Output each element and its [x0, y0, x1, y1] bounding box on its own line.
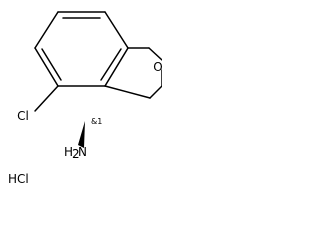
bond-c4a-c8a-inner — [100, 48, 122, 81]
chlorine-atom-label: Cl — [17, 109, 29, 123]
stereo-wedge-bond — [78, 121, 85, 148]
bond-c3-c4 — [149, 85, 162, 99]
amine-hydrogen-label: H — [64, 145, 73, 159]
bond-c7-c6 — [34, 11, 59, 49]
bond-c1-o — [148, 47, 162, 61]
bond-c4a-c8a — [104, 47, 129, 87]
bond-c5-cl — [34, 85, 59, 112]
hcl-salt-label: HCl — [8, 172, 29, 186]
bond-c4-c4a — [104, 85, 151, 99]
atom-label-layer: O Cl &1 H 2 N HCl — [8, 60, 162, 186]
structure-diagram — [34, 11, 162, 148]
bond-c6-c5 — [34, 47, 59, 87]
amine-subscript-label: 2 — [72, 147, 80, 161]
amine-nitrogen-label: N — [78, 145, 87, 159]
oxygen-atom-label: O — [153, 60, 162, 74]
stereo-descriptor-label: &1 — [91, 117, 102, 126]
bond-c8a-c8 — [104, 11, 129, 49]
bond-c6-c5-inner — [41, 48, 62, 81]
